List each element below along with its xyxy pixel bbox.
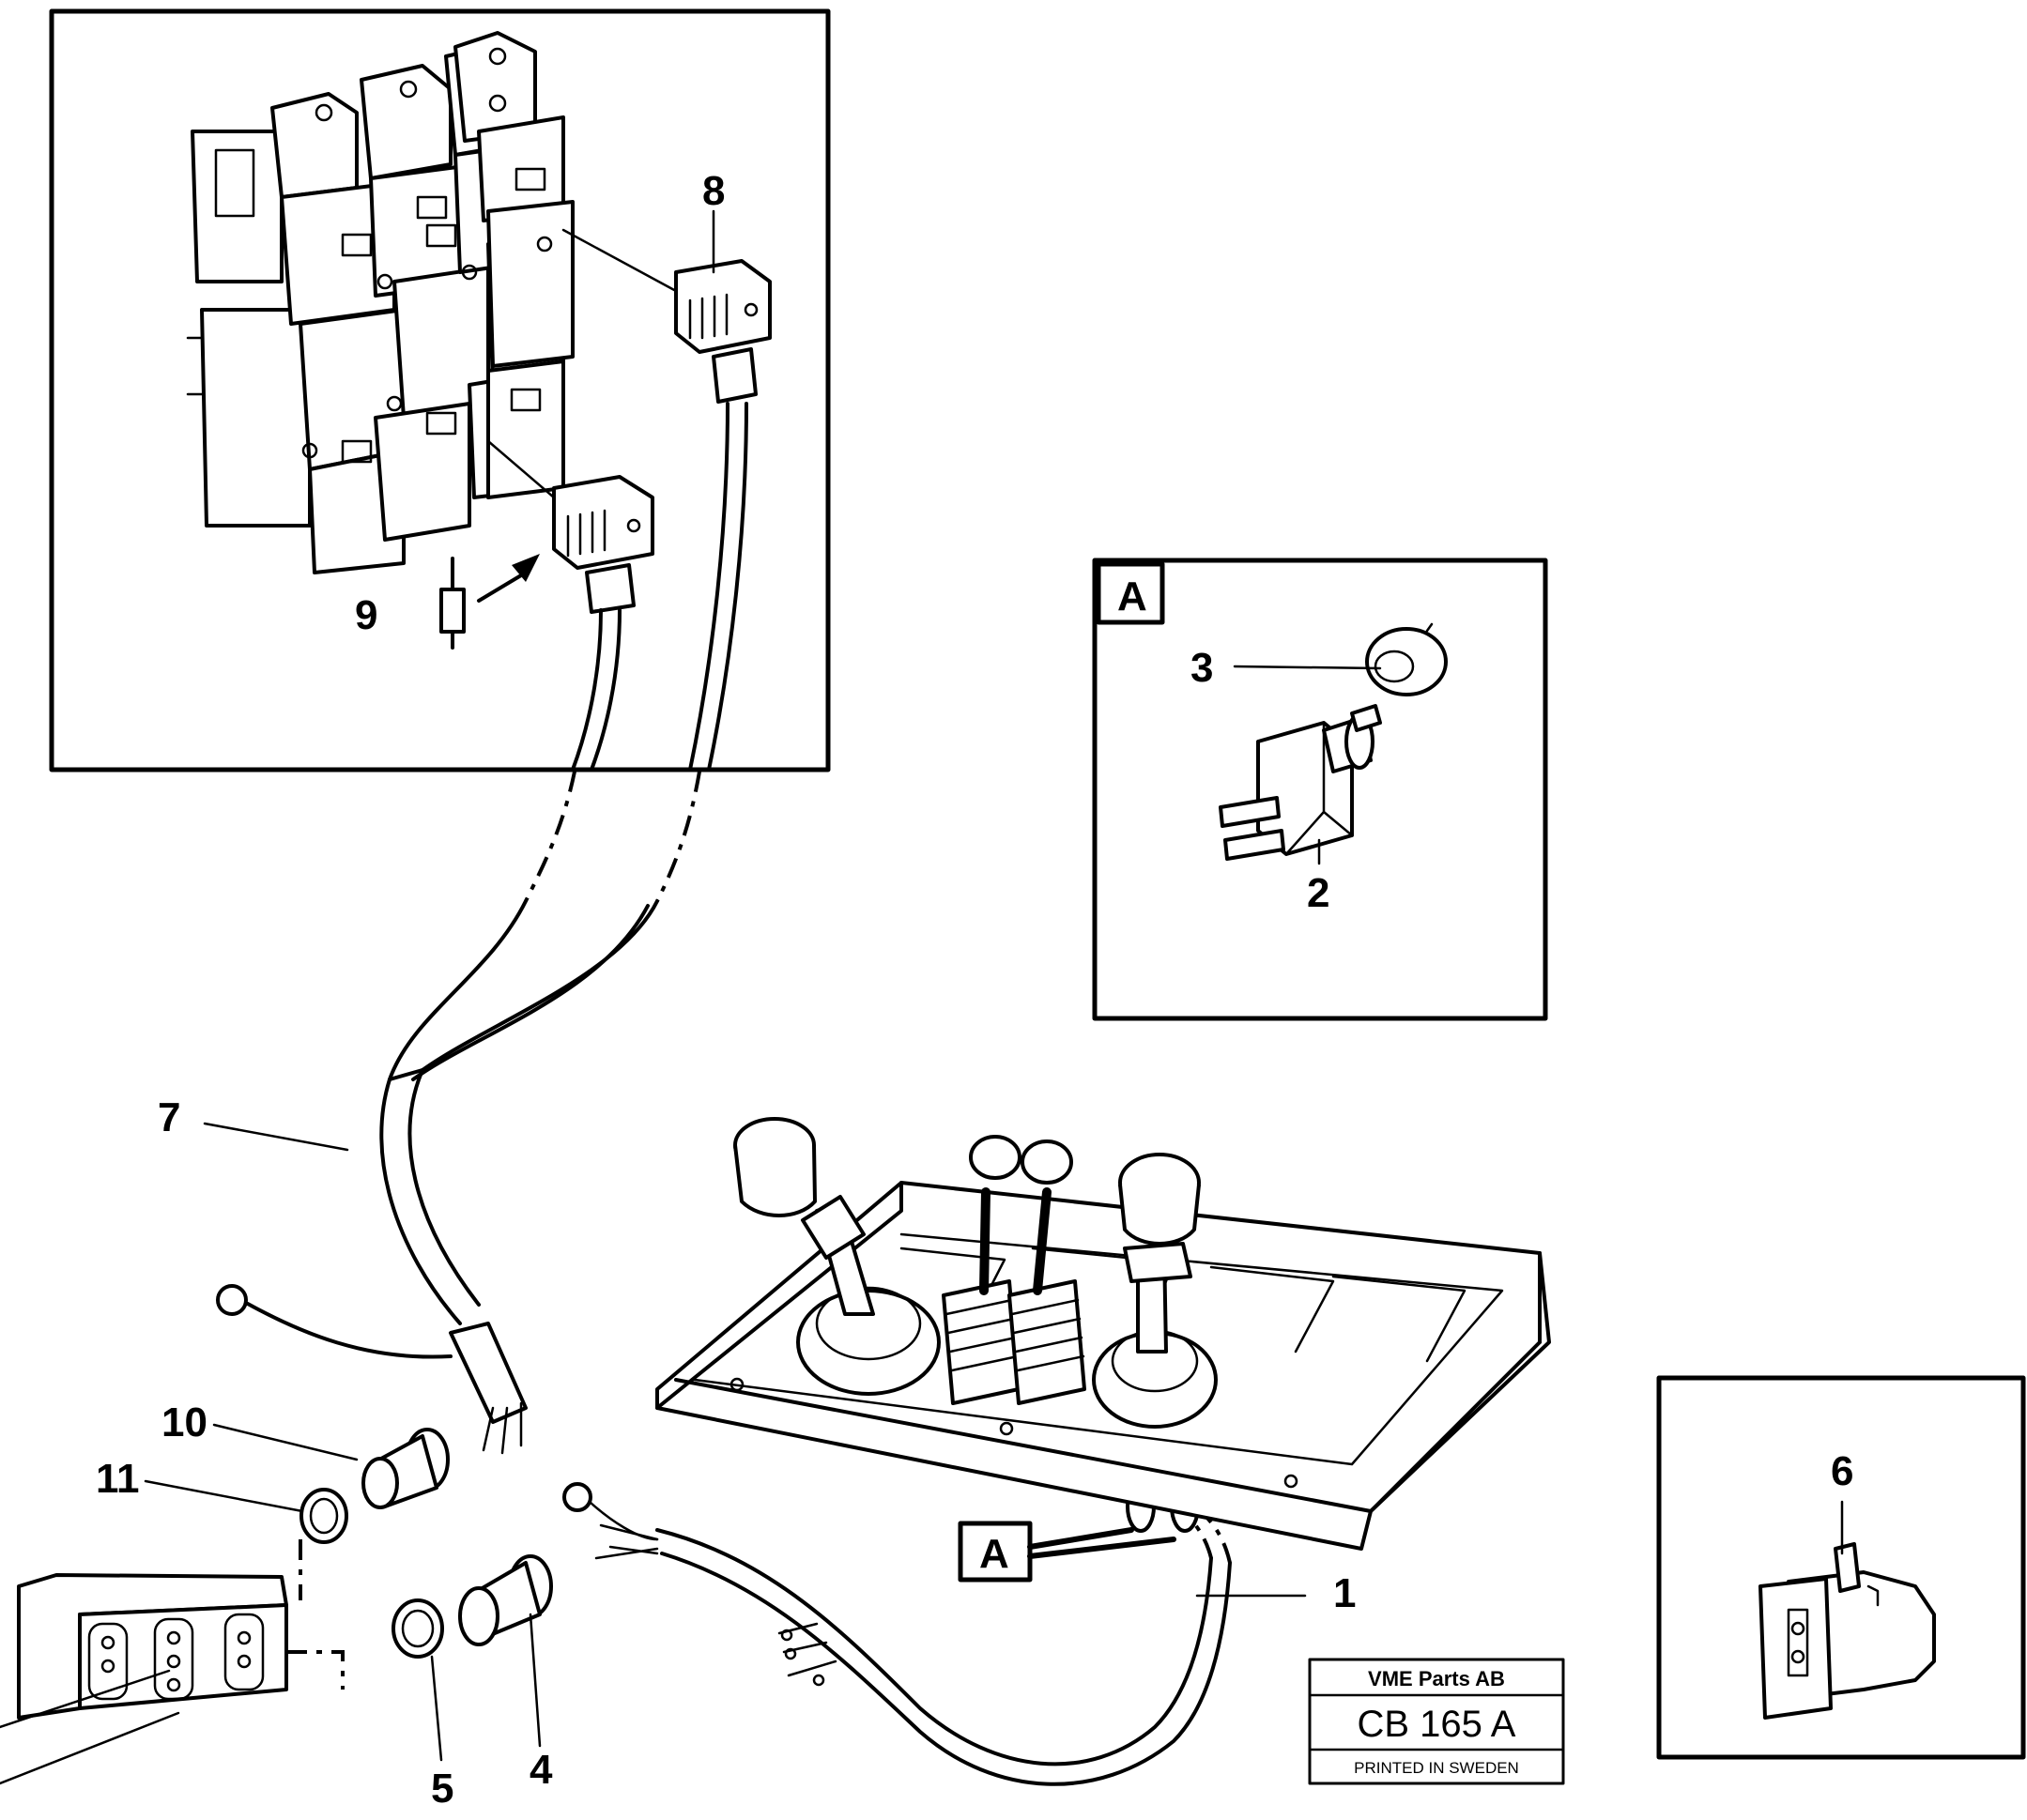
plug-10 bbox=[361, 1428, 450, 1509]
callout-9: 9 bbox=[355, 592, 377, 638]
publisher-stamp: VME Parts AB CB 165 A PRINTED IN SWEDEN bbox=[1308, 1658, 1565, 1785]
plug-4 bbox=[458, 1554, 553, 1646]
mounting-bracket bbox=[0, 1539, 345, 1785]
plug-connector-lower bbox=[486, 439, 654, 614]
cable-harness-7 bbox=[216, 899, 659, 1455]
connector-6 bbox=[1758, 1542, 1936, 1720]
switch-knob-3 bbox=[1365, 622, 1448, 696]
leader-lines bbox=[144, 209, 1307, 1762]
diode-9 bbox=[439, 554, 540, 650]
detail-inset-a bbox=[1092, 558, 1548, 1021]
plug-11 bbox=[299, 1488, 348, 1544]
callout-4: 4 bbox=[530, 1747, 553, 1793]
callout-10: 10 bbox=[161, 1399, 207, 1445]
detail-tag-a-inset: A bbox=[1117, 574, 1147, 619]
detail-pointer-a bbox=[958, 1521, 1176, 1583]
callout-2: 2 bbox=[1307, 870, 1329, 916]
callout-3: 3 bbox=[1190, 645, 1213, 691]
detail-tag-a-pointer: A bbox=[979, 1531, 1009, 1577]
callout-1: 1 bbox=[1333, 1570, 1356, 1616]
plug-connector-8 bbox=[561, 228, 772, 404]
valve-block bbox=[186, 31, 575, 574]
plug-5 bbox=[392, 1598, 444, 1659]
stamp-printed: PRINTED IN SWEDEN bbox=[1354, 1759, 1519, 1777]
stamp-code: CB 165 A bbox=[1357, 1704, 1515, 1745]
callout-11: 11 bbox=[96, 1456, 140, 1502]
detail-inset-6 bbox=[1656, 1375, 2026, 1760]
callout-6: 6 bbox=[1831, 1448, 1853, 1494]
valve-inset bbox=[49, 8, 831, 772]
callout-8: 8 bbox=[702, 168, 725, 214]
callout-7: 7 bbox=[158, 1094, 180, 1140]
callout-5: 5 bbox=[431, 1766, 453, 1812]
stamp-company: VME Parts AB bbox=[1368, 1667, 1505, 1690]
push-switch-2 bbox=[1219, 704, 1382, 861]
control-panel bbox=[655, 1117, 1551, 1551]
